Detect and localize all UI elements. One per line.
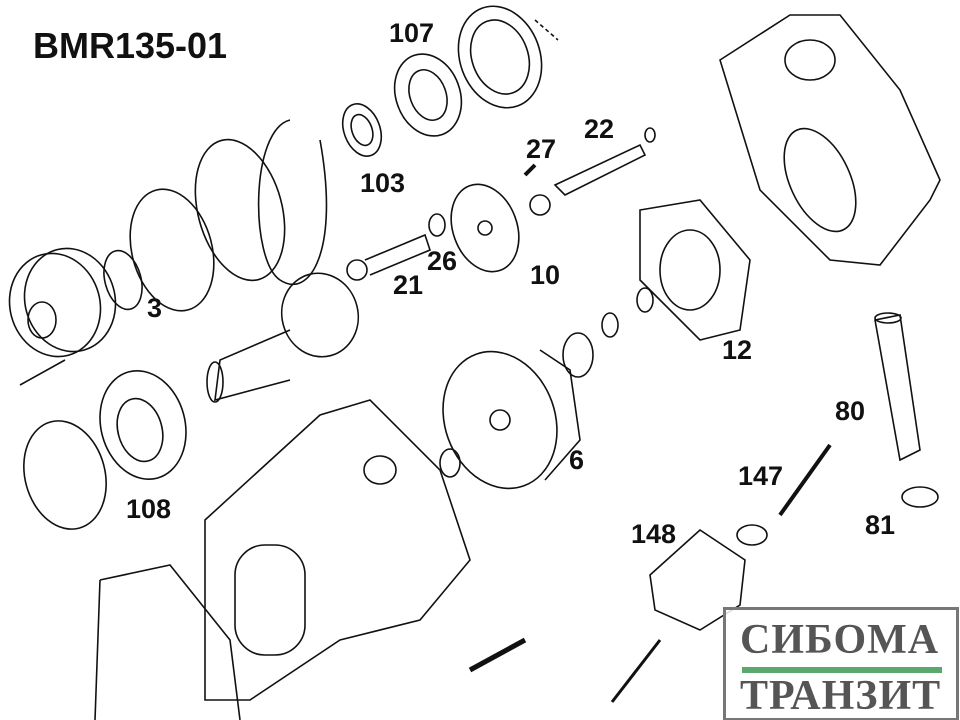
logo-line-2: ТРАНЗИТ [740, 673, 942, 719]
part-3-seal [103, 249, 143, 311]
logo-line-1: СИБОМА [740, 617, 940, 663]
label-27: 27 [526, 134, 557, 164]
part-26-ring [428, 213, 446, 237]
part-81-o-ring [901, 486, 939, 508]
label-80: 80 [835, 396, 866, 426]
part-6-cylinder-block [442, 349, 581, 490]
sibomatranzit-logo: СИБОМА ТРАНЗИТ [723, 607, 959, 720]
part-103-nut [341, 103, 383, 157]
snap-ring [257, 119, 328, 286]
end-housing [719, 14, 941, 266]
part-80-sleeve [874, 312, 921, 462]
label-148: 148 [631, 519, 677, 549]
label-147: 147 [738, 461, 784, 491]
part-147-valve [736, 443, 832, 546]
part-148-solenoid [610, 528, 746, 703]
part-27-pin [523, 163, 537, 177]
o-ring-small [439, 448, 461, 478]
diagram-title: BMR135-01 [33, 25, 228, 66]
label-3: 3 [147, 293, 163, 323]
part-22-center-pin [529, 127, 656, 216]
label-81: 81 [865, 510, 896, 540]
part-108-bearing [99, 369, 187, 481]
drive-shaft [206, 272, 360, 403]
o-ring-large [194, 138, 286, 282]
o-ring-medium [129, 188, 215, 312]
label-10: 10 [530, 260, 561, 290]
label-103: 103 [360, 168, 406, 198]
label-108: 108 [126, 494, 172, 524]
pump-housing [204, 399, 471, 701]
bolt [468, 637, 527, 673]
label-107: 107 [389, 18, 435, 48]
part-21-piston [346, 233, 431, 281]
part-107-plate [457, 5, 559, 109]
washer-2 [636, 287, 654, 313]
part-107-bearing [393, 53, 463, 137]
label-22: 22 [584, 114, 615, 144]
washer [601, 312, 619, 338]
rear-flange [94, 564, 241, 720]
label-12: 12 [722, 335, 753, 365]
spring [562, 332, 594, 378]
shim-ring [23, 420, 107, 530]
part-10-plate [450, 183, 520, 273]
logo-accent-bar [742, 667, 942, 673]
front-flange [8, 247, 117, 386]
label-26: 26 [427, 246, 458, 276]
part-12-port-plate [639, 199, 751, 341]
label-6: 6 [569, 445, 585, 475]
label-21: 21 [393, 270, 424, 300]
